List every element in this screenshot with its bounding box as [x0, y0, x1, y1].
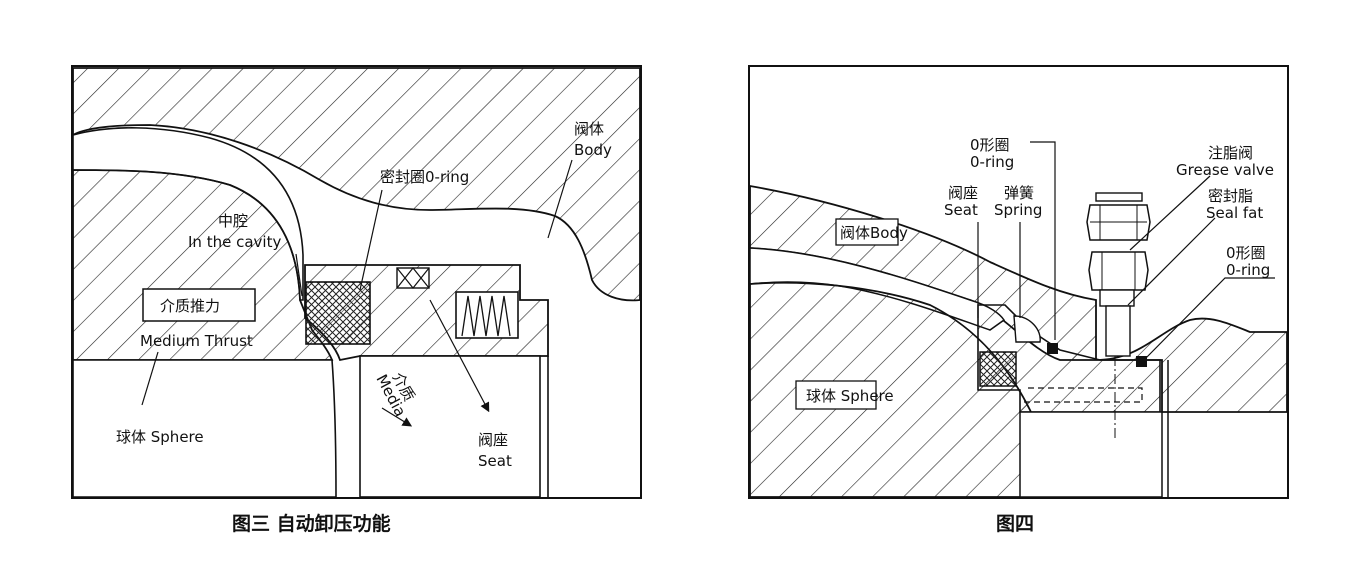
seat-arrow — [429, 299, 490, 413]
seat-en-label: Seat — [944, 201, 978, 219]
thrust-cn-label: 介质推力 — [160, 297, 220, 315]
grease-en-label: Grease valve — [1176, 161, 1274, 179]
seat-bore — [359, 355, 541, 498]
sealfat-en-label: Seal fat — [1206, 204, 1263, 222]
spring-coil — [461, 295, 511, 337]
seat-crosshatch — [979, 351, 1017, 387]
oring2-leader — [1143, 277, 1275, 361]
oring1-en-label: 0-ring — [970, 153, 1014, 171]
body-label-box — [835, 218, 899, 246]
small-seal-cross — [396, 267, 430, 289]
oring-block — [305, 281, 371, 345]
oring-marker-1 — [1047, 343, 1058, 354]
grease-valve-fitting — [1086, 192, 1151, 357]
dashed-channel — [1024, 387, 1143, 403]
oring1-leader — [1030, 141, 1056, 340]
valve-body-section — [72, 67, 641, 302]
small-seal-block — [396, 267, 430, 289]
seat-cn-label: 阀座 — [478, 431, 508, 449]
cavity-en-label: In the cavity — [188, 233, 281, 251]
oring-marker-2 — [1136, 356, 1147, 367]
figure-4: 阀体Body 球体 Sphere 0形圈 0-ring 注脂阀 Grease v… — [748, 65, 1289, 535]
cavity-cn-label: 中腔 — [218, 212, 248, 230]
oring1-cn-label: 0形圈 — [970, 136, 1010, 154]
flow-passage — [72, 359, 337, 498]
grease-leader — [1129, 175, 1211, 251]
body-cn-label: 阀体 — [574, 120, 604, 138]
oring2-en-label: 0-ring — [1226, 261, 1270, 279]
sphere-leader — [141, 351, 159, 406]
media-arrow — [381, 407, 413, 427]
seat-en-label: Seat — [478, 452, 512, 470]
figure-3-frame — [71, 65, 642, 499]
sphere-label-box — [795, 380, 877, 410]
flow-passage — [1019, 411, 1163, 498]
medium-thrust-box — [142, 288, 256, 322]
cavity-leader — [295, 253, 303, 297]
body-leader — [547, 159, 573, 239]
spring-en-label: Spring — [994, 201, 1042, 219]
oring-label: 密封圈0-ring — [380, 168, 469, 186]
figure-3: 介质推力 阀体 Body 密封圈0-ring 中腔 In the cavity … — [71, 65, 642, 535]
sphere-label: 球体 Sphere — [806, 387, 894, 405]
body-label: 阀体Body — [840, 224, 908, 242]
body-en-label: Body — [574, 141, 612, 159]
figure-4-caption: 图四 — [996, 513, 1034, 535]
sealfat-leader — [1127, 217, 1216, 306]
sealfat-cn-label: 密封脂 — [1208, 187, 1253, 205]
oring2-cn-label: 0形圈 — [1226, 244, 1266, 262]
sphere-label: 球体 Sphere — [116, 428, 204, 446]
spring-cn-label: 弹簧 — [1004, 184, 1034, 202]
seat-cn-label: 阀座 — [948, 184, 978, 202]
oring-leader — [359, 189, 383, 291]
grease-cn-label: 注脂阀 — [1208, 144, 1253, 162]
figure-4-frame — [748, 65, 1289, 499]
figure-3-caption: 图三 自动卸压功能 — [232, 512, 391, 535]
thrust-en-label: Medium Thrust — [140, 332, 253, 350]
